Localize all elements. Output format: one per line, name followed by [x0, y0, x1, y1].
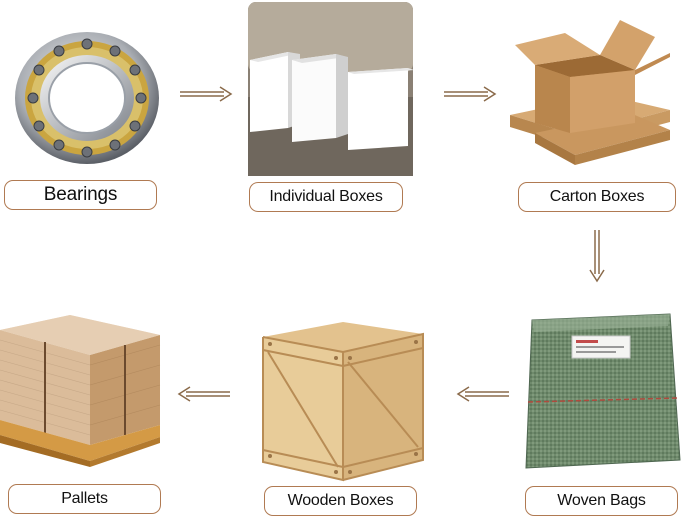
step-label-bearings: Bearings — [4, 180, 157, 210]
arrow-right-icon — [444, 86, 497, 102]
step-label-carton-boxes: Carton Boxes — [518, 182, 676, 212]
step-label-individual-boxes: Individual Boxes — [249, 182, 403, 212]
arrow-down-icon — [589, 230, 605, 283]
arrow-left-icon — [177, 386, 230, 402]
step-label-woven-bags: Woven Bags — [525, 486, 678, 516]
wooden-crate-image — [262, 322, 424, 482]
step-label-wooden-boxes: Wooden Boxes — [264, 486, 417, 516]
arrow-left-icon — [456, 386, 509, 402]
bearing-image — [15, 32, 159, 164]
step-label-pallets: Pallets — [8, 484, 161, 514]
arrow-right-icon — [180, 86, 233, 102]
woven-bag-image — [525, 313, 681, 469]
carton-boxes-image — [510, 20, 670, 165]
pallet-image — [0, 315, 161, 467]
white-boxes-image — [248, 2, 413, 176]
